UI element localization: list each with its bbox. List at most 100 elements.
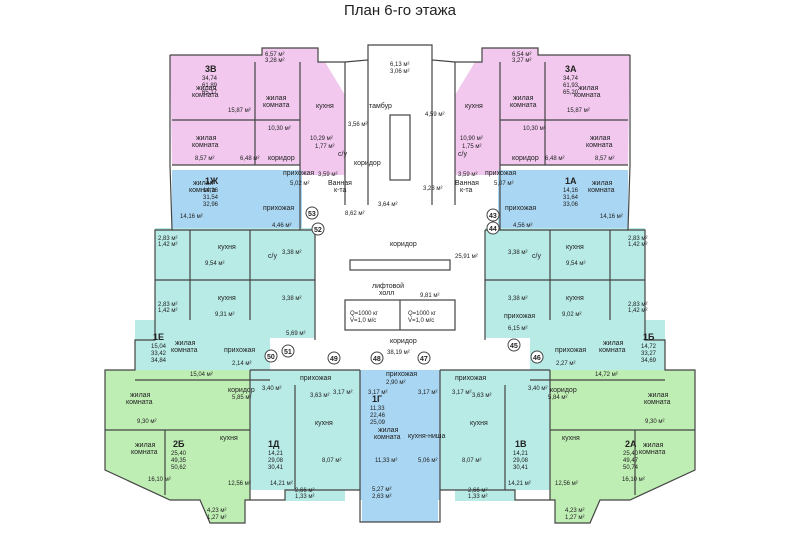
apt-area: 34,69 [641, 358, 657, 364]
area-label: 9,30 м² [137, 419, 156, 425]
area-label: 1,33 м² [468, 494, 487, 500]
balcony-bottom-2 [455, 483, 515, 501]
area-label: 2,83 м² [628, 236, 647, 242]
room-label: комната [171, 347, 198, 354]
room-label: жилая [196, 85, 217, 92]
apt-area: 61,93 [563, 83, 579, 89]
area-label: 3,38 м² [508, 296, 527, 302]
cyan-right-zone [485, 228, 645, 338]
room-label: кухня [218, 295, 236, 302]
room-label: прихожая [555, 347, 586, 354]
area-label: 15,87 м² [228, 108, 251, 114]
area-label: 12,56 м² [228, 481, 251, 487]
area-label: 2,66 м² [468, 488, 487, 494]
area-label: 15,04 м² [190, 372, 213, 378]
marker-label: 47 [420, 356, 428, 363]
area-label: 14,21 м² [508, 481, 531, 487]
axis-markers: 53 52 43 44 51 50 49 48 47 46 45 [264, 206, 544, 365]
room-label: комната [599, 347, 626, 354]
apt-area: 33,27 [641, 351, 657, 357]
area-label: 2,27 м² [556, 361, 575, 367]
axis-marker [311, 222, 325, 236]
area-label: 5,69 м² [286, 331, 305, 337]
area-label: 1,27 м² [207, 515, 226, 521]
room-label: прихожая [263, 205, 294, 212]
room-label: комната [192, 142, 219, 149]
area-label: 3,27 м² [512, 58, 531, 64]
area-label: 6,57 м² [265, 52, 284, 58]
wc-label: с/у [268, 253, 277, 260]
room-label: кухня [218, 244, 236, 251]
balcony-top-left [262, 48, 318, 62]
room-label: жилая [378, 427, 399, 434]
corridor-label: коридор [512, 155, 539, 162]
axis-marker [417, 351, 431, 365]
lift-spec: V=1,0 м/с [350, 318, 376, 324]
apt-code: 3В [205, 64, 217, 74]
corridor-label: коридор [354, 160, 381, 167]
apt-area: 15,04 [151, 344, 167, 350]
apt-area: 49,47 [623, 458, 639, 464]
area-label: 2,83 м² [158, 236, 177, 242]
area-label: 4,46 м² [272, 223, 291, 229]
area-label: 3,38 м² [282, 296, 301, 302]
area-label: 8,62 м² [345, 211, 364, 217]
marker-label: 50 [267, 354, 275, 361]
area-label: 1,42 м² [628, 308, 647, 314]
area-label: 3,17 м² [418, 390, 437, 396]
room-label: комната [644, 399, 671, 406]
bath-label: Ванная [328, 180, 352, 187]
area-label: 2,83 м² [158, 302, 177, 308]
axis-marker [264, 349, 278, 363]
corridor-label: коридор [390, 338, 417, 345]
corridor-label: коридор [550, 387, 577, 394]
area-label: 5,06 м² [418, 458, 437, 464]
axis-marker [305, 206, 319, 220]
area-label: 2,14 м² [232, 361, 251, 367]
apt-code: 2Б [173, 439, 185, 449]
area-label: 4,59 м² [425, 112, 444, 118]
apt-area: 25,40 [171, 451, 187, 457]
stair-top [368, 60, 432, 205]
bath-label: к-та [460, 187, 473, 194]
area-label: 3,17 м² [368, 390, 387, 396]
marker-label: 44 [489, 226, 497, 233]
axis-marker [370, 351, 384, 365]
area-label: 8,07 м² [462, 458, 481, 464]
area-label: 6,13 м² [390, 62, 409, 68]
room-label: комната [131, 449, 158, 456]
room-label: жилая [643, 442, 664, 449]
apt-area: 50,74 [623, 465, 639, 471]
marker-label: 53 [308, 211, 316, 218]
area-label: 3,63 м² [472, 393, 491, 399]
axis-marker [486, 221, 500, 235]
room-label: прихожая [300, 375, 331, 382]
apt-code: 1А [565, 176, 577, 186]
area-label: 4,23 м² [565, 508, 584, 514]
apt-area: 14,21 [268, 451, 284, 457]
area-label: 38,19 м² [387, 350, 410, 356]
room-label: жилая [135, 442, 156, 449]
apt-area: 14,16 [563, 188, 579, 194]
room-label: кухня [315, 420, 333, 427]
area-label: 5,27 м² [372, 487, 391, 493]
cyan-left-zone [155, 228, 315, 338]
room-label: кухня-ниша [408, 433, 446, 440]
apt-code: 1Г [372, 394, 382, 404]
apt-code: 1В [515, 439, 527, 449]
area-label: 6,15 м² [508, 326, 527, 332]
area-label: 9,54 м² [205, 261, 224, 267]
page-title: План 6-го этажа [343, 2, 457, 19]
room-label: жилая [603, 340, 624, 347]
area-label: 8,57 м² [595, 156, 614, 162]
area-label: 5,07 м² [494, 181, 513, 187]
apt-area: 32,96 [203, 202, 219, 208]
area-label: 1,27 м² [565, 515, 584, 521]
axis-marker [281, 344, 295, 358]
area-label: 3,63 м² [310, 393, 329, 399]
apartment-labels: 3В 34,74 61,89 65,17 3А 34,74 61,93 65,2… [151, 64, 657, 471]
room-label: кухня [220, 435, 238, 442]
area-label: 4,56 м² [513, 223, 532, 229]
room-label: кухня [316, 103, 334, 110]
